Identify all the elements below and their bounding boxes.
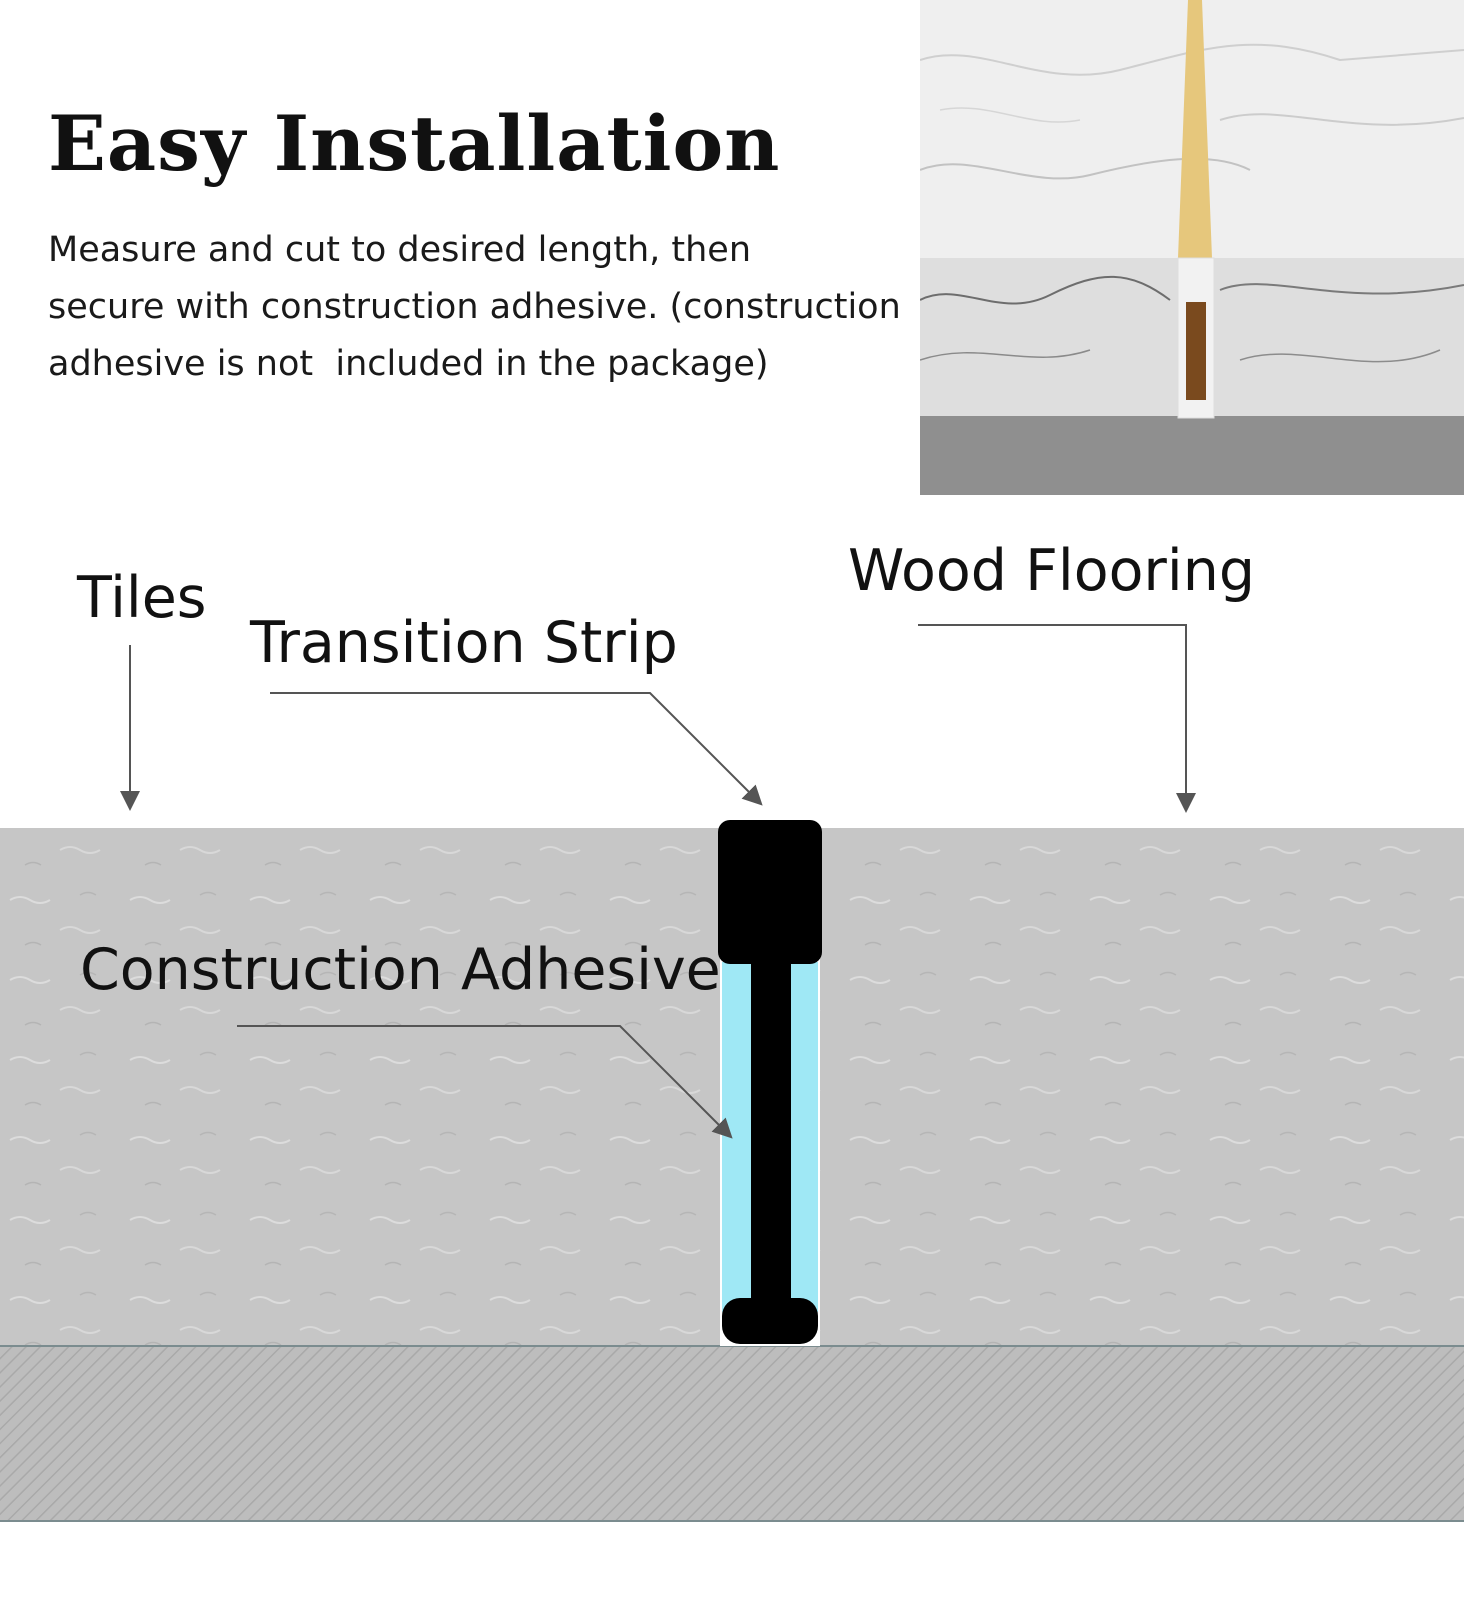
- page-title: Easy Installation: [48, 99, 781, 188]
- tiles-floor: [0, 828, 720, 1346]
- transition-strip-label: Transition Strip: [250, 610, 678, 676]
- strip-foot: [722, 1298, 818, 1344]
- strip-cap: [718, 820, 822, 964]
- wood-flooring-pointer: [918, 624, 1196, 813]
- wood-flooring-label: Wood Flooring: [848, 538, 1256, 604]
- photo-floor: [920, 416, 1464, 495]
- construction-adhesive-pointer: [237, 1025, 733, 1139]
- installed-strip-photo: [920, 0, 1464, 495]
- installation-description: Measure and cut to desired length, then …: [48, 230, 901, 384]
- subfloor: [0, 1346, 1464, 1521]
- construction-adhesive-label: Construction Adhesive: [80, 937, 721, 1003]
- strip-stem: [751, 958, 791, 1308]
- strip-slot: [1186, 302, 1206, 400]
- gold-strip-top: [1178, 0, 1212, 258]
- transition-strip-pointer: [270, 692, 763, 806]
- tiles-label: Tiles: [77, 565, 207, 631]
- wood-flooring: [820, 828, 1464, 1346]
